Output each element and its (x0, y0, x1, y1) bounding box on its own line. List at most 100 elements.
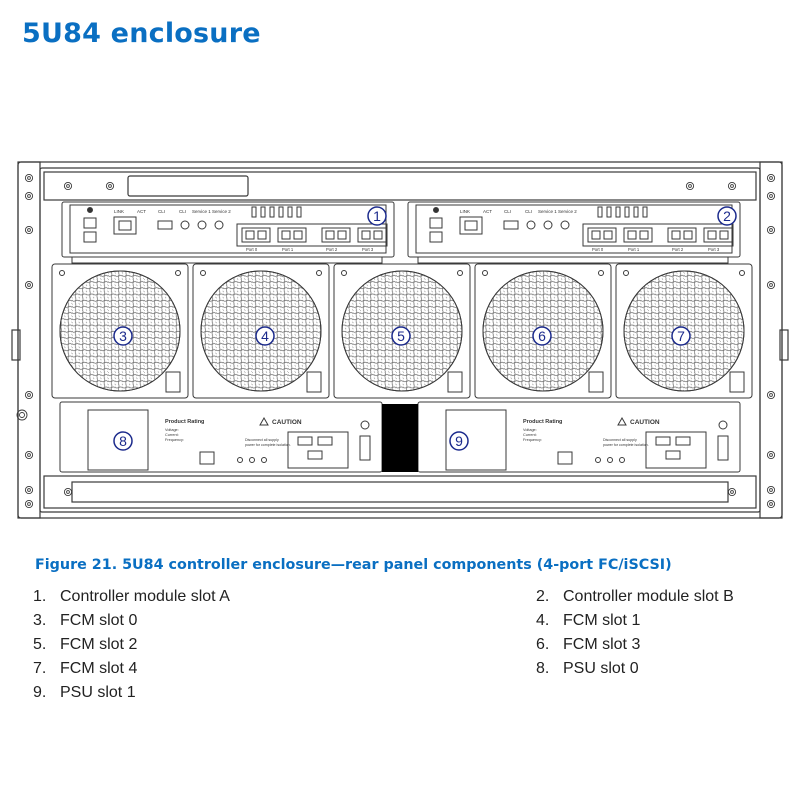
power-inlet (317, 436, 333, 446)
host-port-lane (639, 230, 649, 240)
power-inlet-frame (645, 431, 707, 469)
psu-module: Product RatingVoltage:Current:Frequency:… (59, 401, 383, 473)
fan-grille-rim (341, 270, 463, 392)
screw (105, 181, 115, 191)
fan-handle (165, 371, 181, 393)
legend-item: 5.FCM slot 2 (33, 636, 138, 653)
host-port (587, 227, 617, 243)
controller-latch (71, 256, 383, 264)
psu-handle (445, 409, 507, 471)
screw (24, 485, 34, 495)
callout-number: 5 (397, 328, 405, 344)
screw-center (688, 184, 692, 188)
host-port-lane (603, 230, 613, 240)
port-led (251, 206, 257, 218)
diagram-label: power for complete isolation. (603, 443, 649, 447)
diagram-label: CAUTION (630, 419, 660, 426)
host-port-lane (707, 230, 717, 240)
cli-port (157, 220, 173, 230)
callout-5: 5 (391, 326, 411, 346)
diagram-label: Port 2 (326, 247, 338, 252)
screw-center (769, 502, 773, 506)
fan-grille-rim (59, 270, 181, 392)
psu-label-box (557, 451, 573, 465)
screw (24, 225, 34, 235)
screw (24, 173, 34, 183)
port-led (269, 206, 275, 218)
host-port (357, 227, 387, 243)
callout-circle (113, 326, 133, 346)
diagram-label: Current: (165, 433, 179, 437)
screw (727, 487, 737, 497)
fan-led (341, 270, 347, 276)
callout-number: 6 (538, 328, 546, 344)
host-port-lane (257, 230, 267, 240)
psu-handle (87, 409, 149, 471)
power-switch (718, 420, 728, 430)
fan-handle (447, 371, 463, 393)
power-switch (360, 420, 370, 430)
screw-center (27, 453, 31, 457)
callout-circle (449, 431, 469, 451)
callout-number: 8 (119, 433, 127, 449)
fan-handle (588, 371, 604, 393)
power-inlet (665, 450, 681, 460)
callout-circle (391, 326, 411, 346)
diagram-label: Port 1 (282, 247, 294, 252)
host-port (321, 227, 351, 243)
callout-circle (532, 326, 552, 346)
figure-caption: Figure 21. 5U84 controller enclosure—rea… (35, 557, 672, 573)
diagram-label: CLI (158, 209, 165, 214)
diagram-label: Frequency: (165, 438, 184, 442)
diagram-label: Product Rating (165, 419, 204, 425)
legend-item: 1.Controller module slot A (33, 588, 230, 605)
callout-1: 1 (367, 206, 387, 226)
legend-item: 7.FCM slot 4 (33, 660, 138, 677)
power-inlet (655, 436, 671, 446)
screw-center (66, 184, 70, 188)
psu-led (619, 457, 625, 463)
screw (24, 450, 34, 460)
host-port (667, 227, 697, 243)
fan-housing (615, 263, 753, 399)
host-port-lane (281, 230, 291, 240)
chassis (11, 161, 789, 519)
diagram-label: Product Rating (523, 419, 562, 425)
callout-3: 3 (113, 326, 133, 346)
screw (766, 225, 776, 235)
legend-item: 9.PSU slot 1 (33, 684, 136, 701)
chassis-screws (16, 173, 776, 509)
component-legend: 1.Controller module slot A 2.Controller … (33, 586, 773, 703)
screw-center (27, 194, 31, 198)
host-port-lane (683, 230, 693, 240)
fan-grille-rim (623, 270, 745, 392)
callout-circle (255, 326, 275, 346)
service-port (180, 220, 190, 230)
host-port-lane (245, 230, 255, 240)
fan-led (316, 270, 322, 276)
screw (766, 280, 776, 290)
port-led (287, 206, 293, 218)
callout-circle (671, 326, 691, 346)
controller-latch (417, 256, 729, 264)
screw-center (27, 393, 31, 397)
fan-handle (729, 371, 745, 393)
service-port (526, 220, 536, 230)
diagram-label: CAUTION (272, 419, 302, 426)
power-inlet (297, 436, 313, 446)
diagram-label: CLI (504, 209, 511, 214)
diagram-label: Port 0 (592, 247, 604, 252)
diagram-label: LINK (114, 209, 124, 214)
screw (766, 485, 776, 495)
status-led (87, 207, 93, 213)
diagram-label: Current: (523, 433, 537, 437)
callout-6: 6 (532, 326, 552, 346)
port-led (296, 206, 302, 218)
fan-housing (51, 263, 189, 399)
screw (685, 181, 695, 191)
screw (727, 181, 737, 191)
